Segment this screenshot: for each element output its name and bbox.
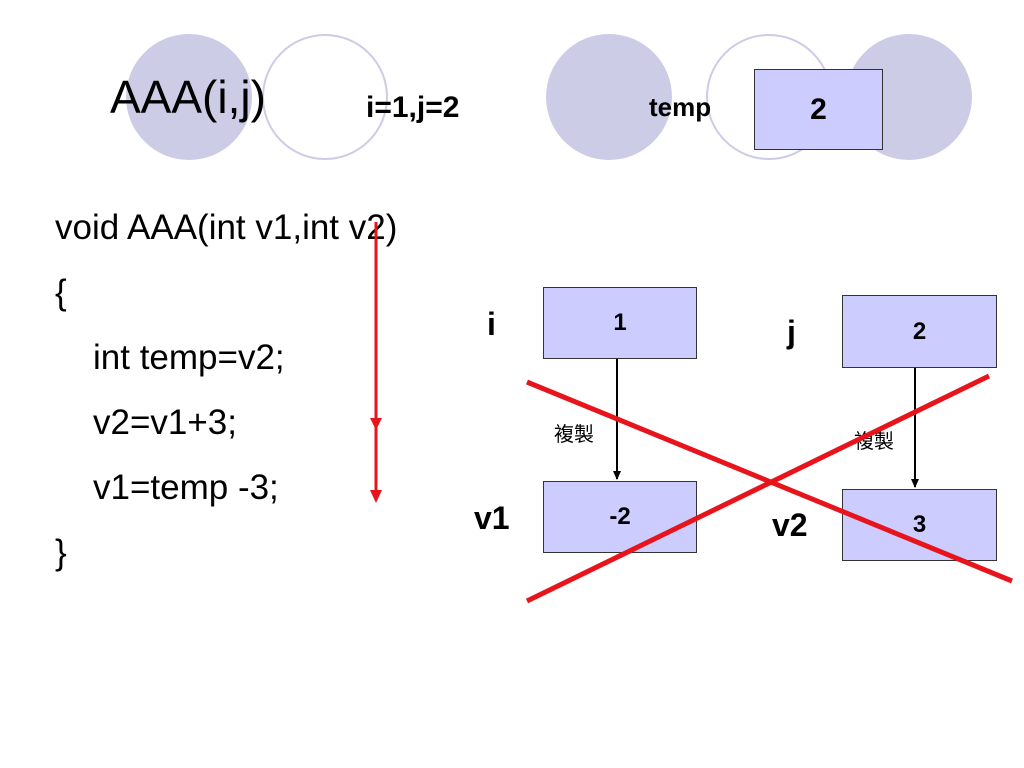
call-arguments: i=1,j=2 [366, 91, 460, 124]
code-line: v2=v1+3; [93, 403, 237, 442]
decorative-circle [546, 34, 672, 160]
value-box-i: 1 [543, 287, 697, 359]
value-v2: 3 [912, 511, 927, 538]
decorative-circle [262, 34, 388, 160]
decorative-circle [126, 34, 252, 160]
code-line: { [55, 273, 67, 312]
execution-flow-arrow [370, 222, 382, 503]
temp-value-box: 2 [754, 69, 883, 150]
copy-label-right: 複製 [854, 429, 894, 453]
temp-value: 2 [810, 92, 827, 126]
code-line: v1=temp -3; [93, 468, 279, 507]
temp-label: temp [649, 92, 712, 122]
variable-label-v1: v1 [474, 500, 510, 536]
value-box-v1: -2 [543, 481, 697, 553]
value-box-v2: 3 [842, 489, 997, 561]
slide-title: AAA(i,j) [110, 71, 266, 123]
value-v1: -2 [609, 503, 631, 530]
copy-label-left: 複製 [554, 422, 594, 446]
variable-label-v2: v2 [772, 507, 808, 543]
value-box-j: 2 [842, 295, 997, 368]
value-i: 1 [613, 309, 627, 336]
code-line: int temp=v2; [93, 338, 285, 377]
value-j: 2 [912, 317, 927, 345]
code-line: } [55, 533, 67, 572]
variable-label-i: i [487, 306, 496, 342]
variable-label-j: j [787, 314, 796, 350]
code-line: void AAA(int v1,int v2) [55, 208, 398, 247]
